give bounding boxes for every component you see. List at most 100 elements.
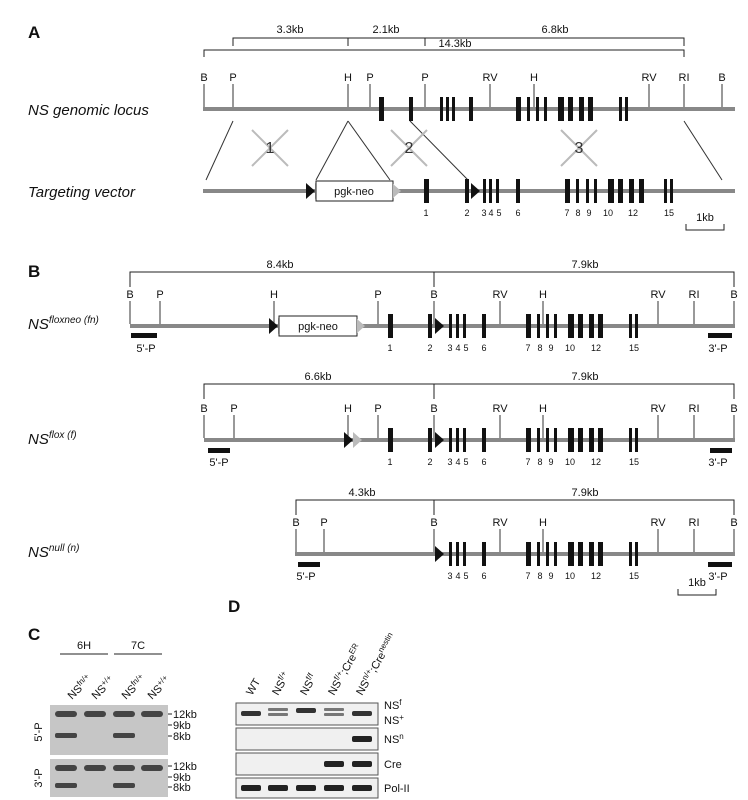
fn-allele: 8.4kb 7.9kb NSfloxneo (fn) B P H P B RV … <box>28 259 738 355</box>
panel-d-label: D <box>228 597 240 616</box>
blot-5p-label: 5'-P <box>33 722 45 741</box>
size-12kb: 12kb <box>173 761 197 773</box>
exon-label: 9 <box>586 208 591 218</box>
homology-lines <box>205 120 723 181</box>
null-allele: 4.3kb 7.9kb NSnull (n) B P B RV H RV RI … <box>28 487 738 596</box>
exon-label: 10 <box>603 208 613 218</box>
exon-label: 1 <box>387 457 392 467</box>
site-b: B <box>292 517 299 529</box>
site-b: B <box>200 403 207 415</box>
fn-line <box>130 324 735 328</box>
loxp-triangle <box>435 546 444 562</box>
size-12kb: 12kb <box>173 709 197 721</box>
exon-label: 12 <box>628 208 638 218</box>
exon-label: 6 <box>481 571 486 581</box>
probe-5-label: 5'-P <box>209 457 228 469</box>
row-ns-f: NSf <box>384 698 402 712</box>
site-b: B <box>730 403 737 415</box>
exon-label: 15 <box>629 343 639 353</box>
exon-label: 5 <box>463 571 468 581</box>
n-exons <box>449 542 638 566</box>
site-p: P <box>374 403 381 415</box>
site-rv: RV <box>492 517 508 529</box>
gel-cre <box>235 752 379 776</box>
crossover-marks <box>251 129 598 167</box>
exon-label: 15 <box>629 571 639 581</box>
f-title: NSflox (f) <box>28 430 77 448</box>
panel-c-label: C <box>28 625 40 644</box>
exon-label: 7 <box>525 571 530 581</box>
loxp-triangle <box>344 432 353 448</box>
exon-label: 9 <box>548 343 553 353</box>
exon-label: 10 <box>565 343 575 353</box>
exon-label: 8 <box>537 343 542 353</box>
exon-label: 3 <box>447 457 452 467</box>
vector-title: Targeting vector <box>28 184 136 201</box>
dist-2.1kb: 2.1kb <box>373 24 400 36</box>
exon-label: 4 <box>455 343 460 353</box>
pgk-neo-label: pgk-neo <box>334 186 374 198</box>
exon-label: 15 <box>629 457 639 467</box>
exon-label: 9 <box>548 457 553 467</box>
fn-right-dist: 7.9kb <box>572 259 599 271</box>
site-ri: RI <box>689 403 700 415</box>
n-line <box>295 552 735 556</box>
panel-b: B 8.4kb 7.9kb NSfloxneo (fn) B P H P B <box>28 259 738 596</box>
f-left-dist: 6.6kb <box>305 371 332 383</box>
n-right-dist: 7.9kb <box>572 487 599 499</box>
blot-3p <box>50 759 168 797</box>
row-ns-n: NSn <box>384 732 404 746</box>
n-title: NSnull (n) <box>28 543 79 561</box>
exon-label: 3 <box>447 571 452 581</box>
dist-3.3kb: 3.3kb <box>277 24 304 36</box>
locus-sites <box>203 84 723 107</box>
panel-b-label: B <box>28 262 40 281</box>
exon-label: 6 <box>515 208 520 218</box>
probe-3-label: 3'-P <box>708 571 727 583</box>
site-rv: RV <box>650 403 666 415</box>
exon-label: 7 <box>525 457 530 467</box>
panel-d-lane-labels: WT NSf/+ NSf/f NSf/+;CreER NSn/+;Crenest… <box>244 631 394 698</box>
exon-label: 3 <box>481 208 486 218</box>
band <box>352 761 372 767</box>
gel-polii-bands <box>241 785 372 791</box>
site-ri: RI <box>689 517 700 529</box>
site-b: B <box>200 72 207 84</box>
site-h: H <box>539 289 547 301</box>
fn-exons <box>388 314 638 338</box>
scale-bar-b <box>677 589 717 596</box>
exon-label: 10 <box>565 457 575 467</box>
site-b: B <box>730 517 737 529</box>
exon-label: 8 <box>575 208 580 218</box>
probe-5-bar <box>131 333 157 338</box>
vector-exons <box>424 179 673 203</box>
gel-ns-null <box>235 727 379 751</box>
lane-label: NS+/+ <box>88 673 117 702</box>
gel-ns-flox-bands <box>241 708 372 716</box>
fn-title: NSfloxneo (fn) <box>28 315 99 333</box>
size-8kb: 8kb <box>173 782 191 794</box>
loxp-triangle <box>435 318 444 334</box>
band <box>324 761 344 767</box>
exon-label: 8 <box>537 457 542 467</box>
panel-a: A 3.3kb 2.1kb 6.8kb 14.3kb NS genomic lo… <box>28 23 735 231</box>
exon-label: 12 <box>591 571 601 581</box>
exon-label: 6 <box>481 457 486 467</box>
site-h: H <box>530 72 538 84</box>
scale-label-b: 1kb <box>688 577 706 589</box>
blot-5p-bands <box>55 711 163 738</box>
probe-5-label: 5'-P <box>136 343 155 355</box>
site-h: H <box>539 517 547 529</box>
scale-label-a: 1kb <box>696 212 714 224</box>
locus-exons <box>379 97 628 121</box>
exon-label: 4 <box>488 208 493 218</box>
loxp-triangle <box>306 183 315 199</box>
exon-label: 2 <box>427 457 432 467</box>
row-polii: Pol-II <box>384 783 410 795</box>
site-p: P <box>366 72 373 84</box>
n-left-dist: 4.3kb <box>349 487 376 499</box>
exon-label: 4 <box>455 457 460 467</box>
site-p: P <box>156 289 163 301</box>
blot-3p-label: 3'-P <box>33 768 45 787</box>
exon-label: 3 <box>447 343 452 353</box>
